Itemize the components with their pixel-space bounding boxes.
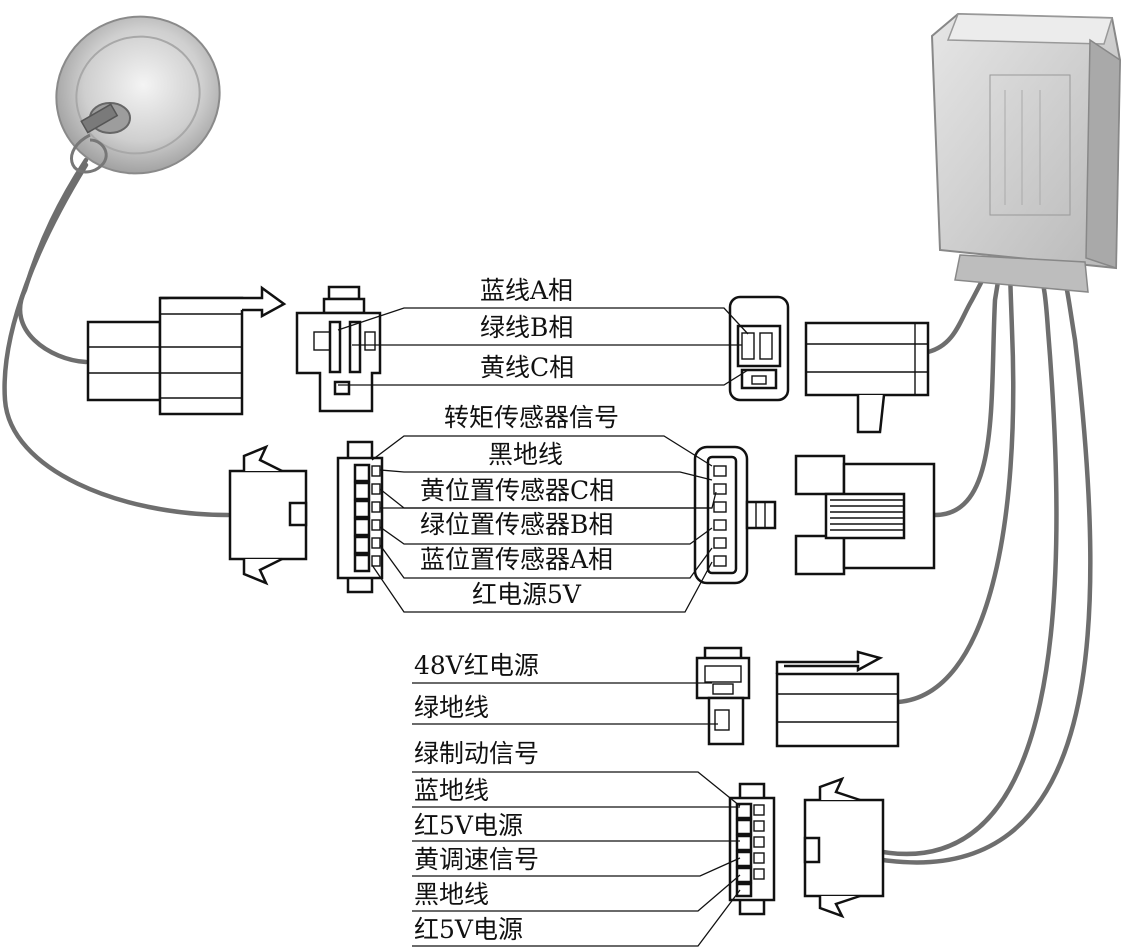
label-brake-signal: 绿制动信号 [414, 739, 539, 768]
power-socket [695, 646, 751, 746]
label-red-5v-2: 红5V电源 [414, 915, 523, 944]
label-hall-5v: 红电源5V [472, 580, 582, 609]
label-torque-signal: 转矩传感器信号 [444, 403, 619, 432]
motor-phase-plug-left [86, 285, 287, 416]
label-48v-power: 48V红电源 [414, 651, 539, 680]
label-phase-c: 黄线C相 [480, 353, 574, 382]
hall-socket-left [336, 440, 384, 594]
label-hall-a: 蓝位置传感器A相 [420, 545, 613, 574]
controller-hall-cable [932, 257, 1005, 518]
controller-throttle-cable [880, 265, 1059, 857]
label-hall-c: 黄位置传感器C相 [420, 476, 614, 505]
motor-phase-cable [17, 157, 89, 365]
label-phase-a: 蓝线A相 [480, 276, 573, 305]
hub-motor [55, 15, 221, 175]
label-power-ground: 绿地线 [414, 693, 489, 722]
motor-phase-plug-right [804, 321, 930, 434]
label-phase-b: 绿线B相 [480, 313, 573, 342]
cables [2, 157, 1093, 865]
label-blue-ground: 蓝地线 [414, 776, 489, 805]
label-throttle-signal: 黄调速信号 [414, 845, 539, 874]
labels: 蓝线A相 绿线B相 黄线C相 转矩传感器信号 黑地线 黄位置传感器C相 绿位置传… [414, 276, 619, 944]
label-hall-ground: 黑地线 [488, 440, 563, 469]
power-plug [775, 650, 900, 748]
controller [930, 12, 1122, 293]
controller-brake-cable [880, 265, 1093, 865]
label-black-ground: 黑地线 [414, 880, 489, 909]
throttle-plug [803, 776, 885, 919]
motor-hall-cable [2, 162, 231, 518]
hall-socket-right [693, 445, 777, 585]
hall-plug-right [794, 454, 936, 576]
hall-plug-left [228, 444, 308, 586]
label-red-5v-1: 红5V电源 [414, 811, 523, 840]
motor-phase-socket-right [728, 295, 790, 402]
label-hall-b: 绿位置传感器B相 [420, 510, 613, 539]
controller-power-cable [895, 259, 1016, 705]
leader-lines [337, 307, 749, 947]
motor-phase-socket-left [295, 285, 382, 413]
